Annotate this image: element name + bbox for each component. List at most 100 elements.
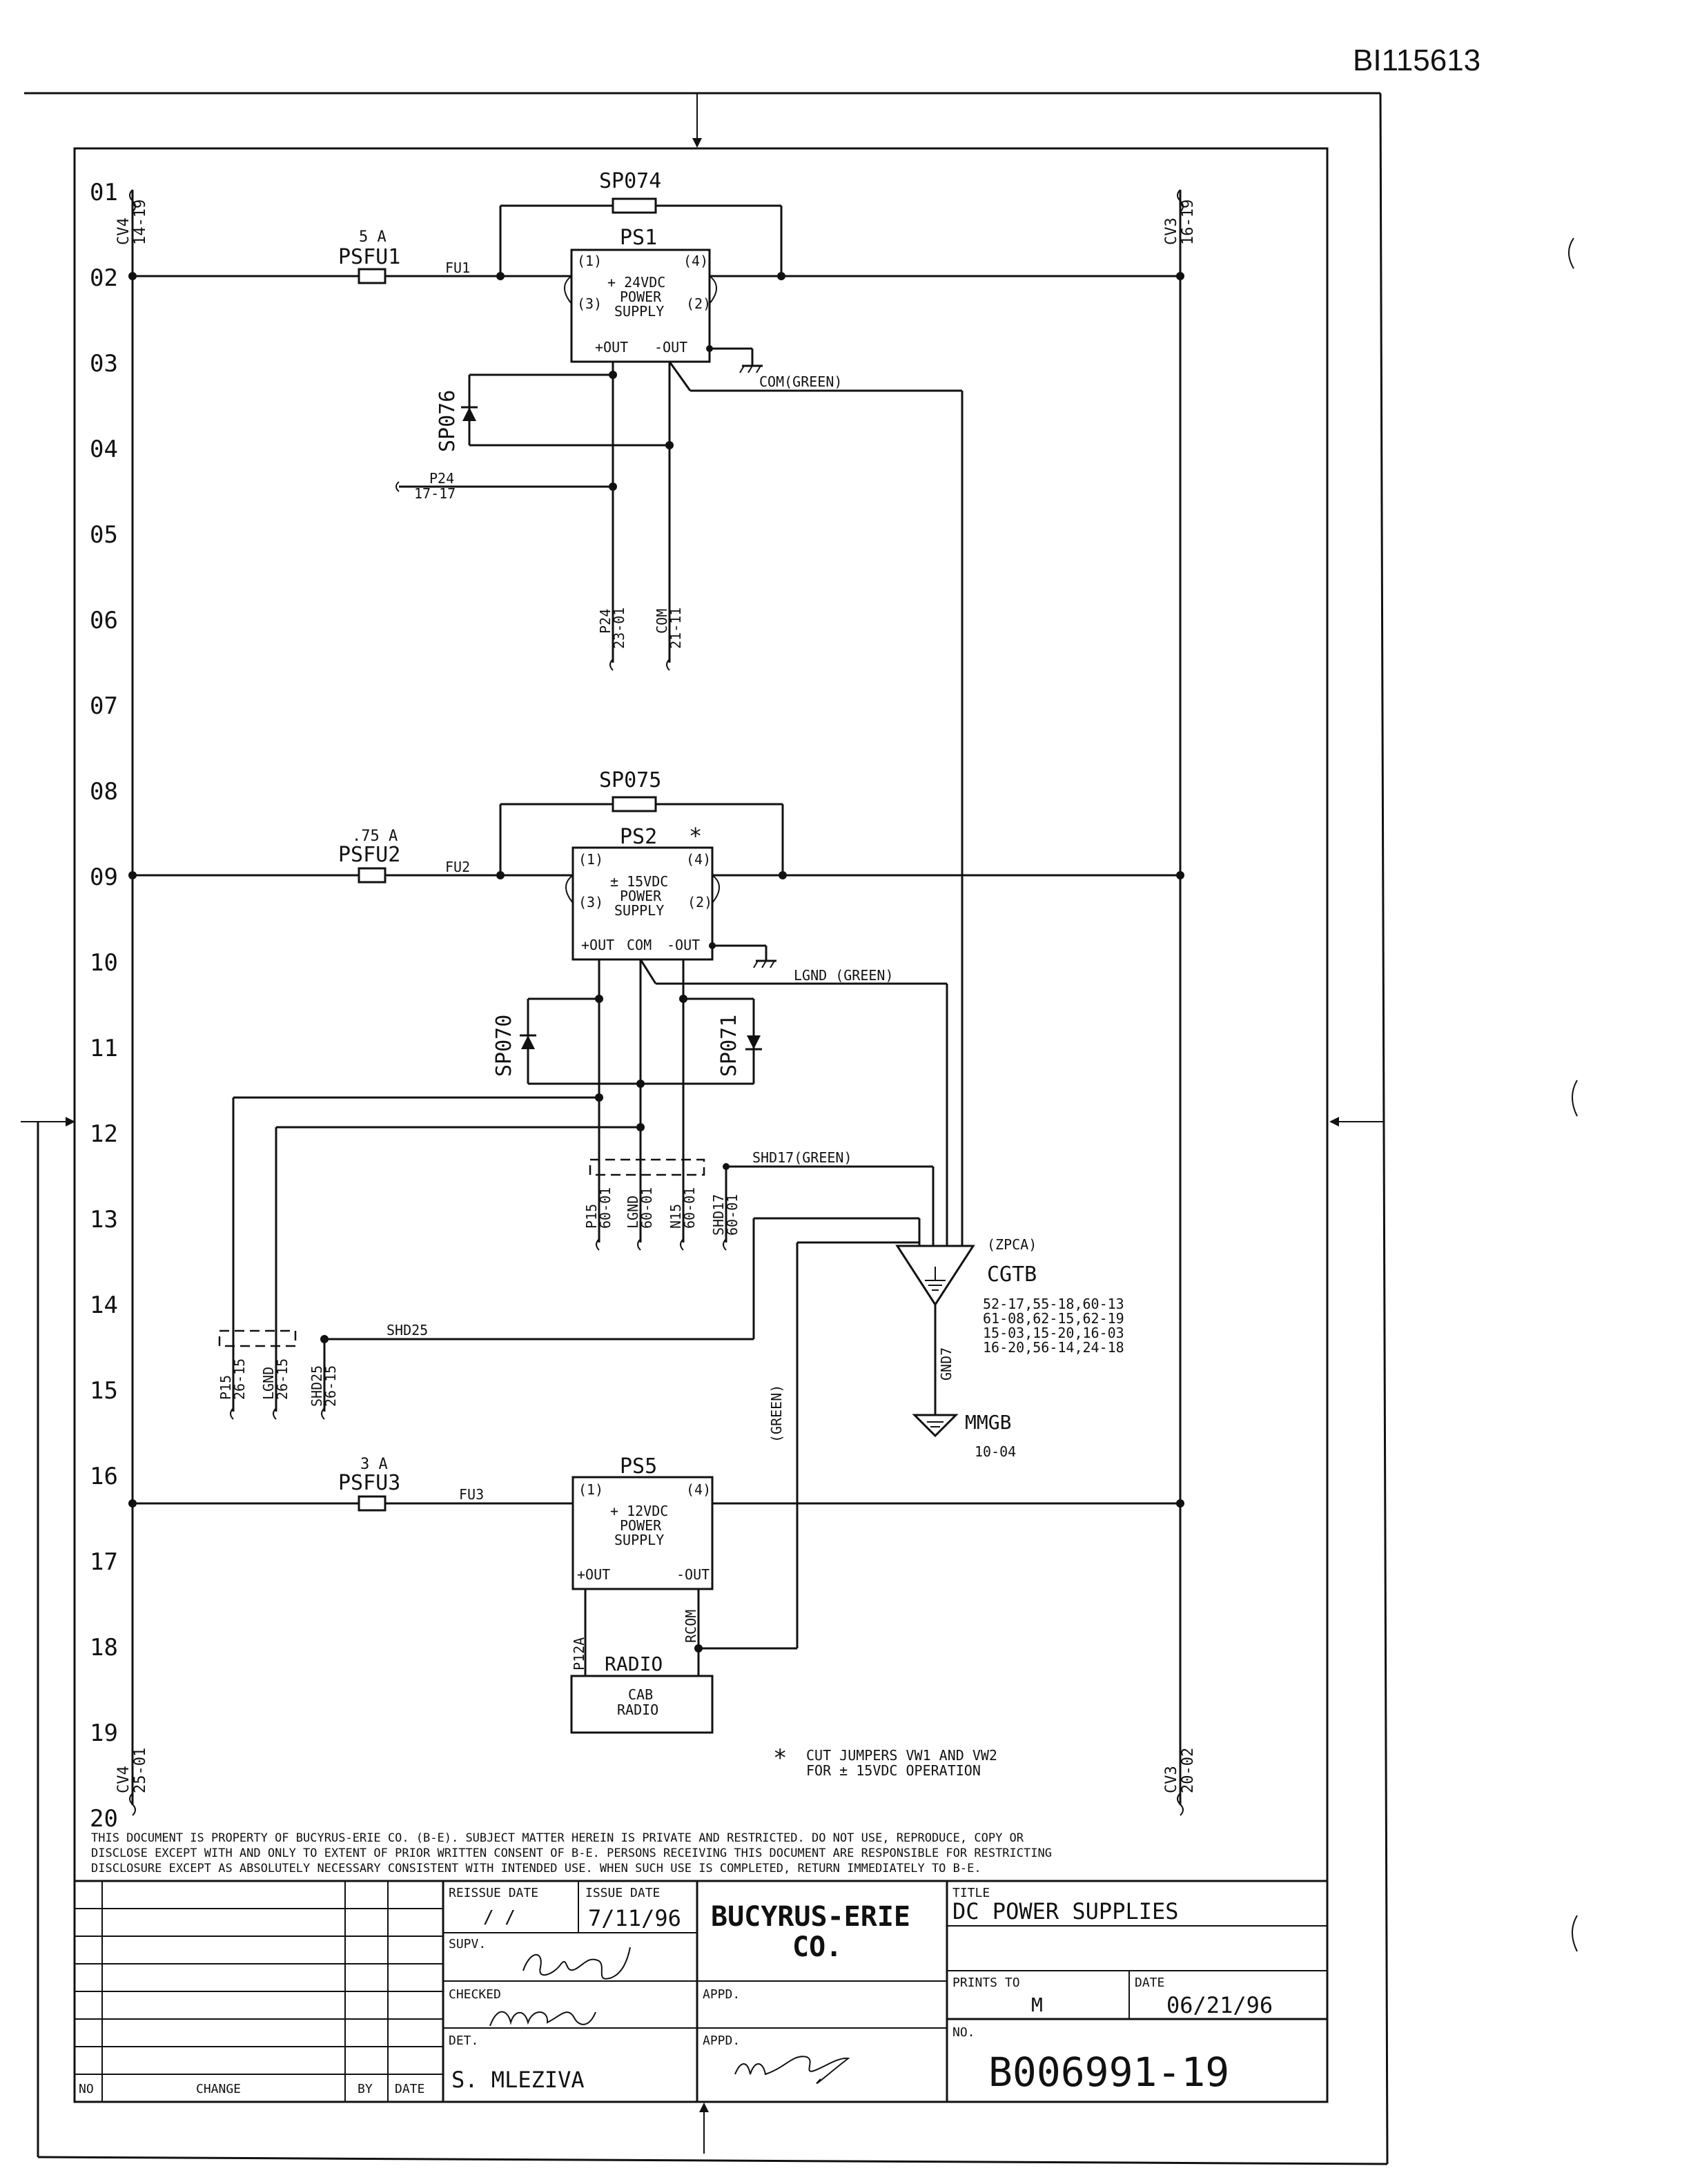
cv3-top-ref: 16-19	[1180, 199, 1197, 245]
cgtb-paren: (ZPCA)	[987, 1236, 1037, 1253]
det-value: S. MLEZIVA	[451, 2067, 585, 2093]
cgtb-ref-4: 16-20,56-14,24-18	[983, 1339, 1124, 1356]
ps5-name: PS5	[620, 1454, 657, 1479]
ps1-line1: + 24VDC	[607, 274, 665, 291]
row-number: 18	[90, 1634, 118, 1661]
ps1-line3: SUPPLY	[614, 303, 664, 320]
ps5-p12a: P12A	[571, 1637, 587, 1670]
reissue-date-label: REISSUE DATE	[449, 1886, 538, 1900]
ps2-t4: (4)	[686, 851, 711, 868]
row-number: 06	[90, 607, 118, 634]
offpage-labels: CV4 14-19 CV3 16-19 CV4 25-01 CV3 20-02	[115, 199, 1197, 1793]
company-name-1: BUCYRUS-ERIE	[711, 1901, 910, 1933]
cab-radio-line2: RADIO	[617, 1702, 658, 1718]
ps5-t1: (1)	[578, 1481, 603, 1498]
row-number: 20	[90, 1805, 118, 1833]
det-label: DET.	[449, 2034, 478, 2048]
ps1-com-wire: COM(GREEN)	[759, 373, 842, 390]
ps2-t2: (2)	[687, 894, 712, 910]
row-number: 03	[90, 350, 118, 378]
sp074-resistor-icon	[612, 197, 657, 214]
outer-frame	[21, 92, 1389, 2165]
shd25-wire: SHD25	[387, 1322, 428, 1338]
cgtb-ref-3: 15-03,15-20,16-03	[983, 1325, 1124, 1341]
margin-marks	[1568, 237, 1578, 1952]
row-number: 10	[90, 949, 118, 977]
row-number: 02	[90, 264, 118, 292]
ps2-out-pos: +OUT	[581, 937, 614, 953]
fuse-psfu1-icon	[358, 268, 387, 284]
row-number: 07	[90, 692, 118, 720]
title-value: DC POWER SUPPLIES	[952, 1898, 1179, 1924]
mmgb-name: MMGB	[965, 1411, 1011, 1434]
issue-date-value: 7/11/96	[588, 1905, 681, 1931]
row-number: 19	[90, 1719, 118, 1747]
no2-label: NO.	[952, 2025, 975, 2040]
ps2-t3: (3)	[578, 894, 603, 910]
row-number: 16	[90, 1463, 118, 1490]
ps1-out-pos: +OUT	[595, 339, 628, 355]
conn2-p15-name: P15	[217, 1375, 234, 1400]
disclaimer: THIS DOCUMENT IS PROPERTY OF BUCYRUS-ERI…	[91, 1831, 1052, 1875]
title-label: TITLE	[952, 1886, 990, 1900]
doc-id-stamp: BI115613	[1353, 43, 1480, 77]
row-number: 05	[90, 521, 118, 549]
gnd7-wire: GND7	[938, 1347, 955, 1381]
ps1-name: PS1	[620, 226, 657, 250]
appd2-label: APPD.	[703, 2034, 740, 2048]
conn2-lgnd-ref: 26-15	[274, 1358, 291, 1400]
ps1-t3: (3)	[577, 295, 602, 312]
checked-signature	[489, 2011, 596, 2027]
cgtb-ref-2: 61-08,62-15,62-19	[983, 1310, 1124, 1327]
ps1-box	[570, 248, 711, 363]
sp070-label: SP070	[492, 1015, 516, 1077]
sp076-label: SP076	[436, 390, 460, 452]
fu3-wire: FU3	[459, 1486, 484, 1503]
ps2-out-neg: -OUT	[667, 937, 700, 953]
psfu1-name: PSFU1	[338, 245, 400, 269]
row-number: 04	[90, 436, 118, 463]
conn-shd17-name: SHD17	[710, 1194, 727, 1236]
com-out-ref: 21-11	[667, 607, 684, 649]
row-number: 13	[90, 1206, 118, 1234]
conn-n15-name: N15	[667, 1204, 684, 1229]
sp076-diode-icon	[462, 407, 476, 421]
ps5-line2: POWER	[620, 1517, 662, 1534]
cv4-bot-ref: 25-01	[132, 1748, 149, 1793]
ps2-lgnd-wire: LGND (GREEN)	[794, 967, 894, 984]
cv3-top-name: CV3	[1163, 217, 1180, 245]
row-number: 15	[90, 1377, 118, 1405]
sp075-resistor-icon	[612, 796, 657, 812]
p24-tap-ref: 17-17	[414, 485, 456, 502]
ps5-t4: (4)	[686, 1481, 711, 1498]
ps2-circuit: .75 A PSFU2 FU2 SP075 PS2 * (1) (4) (3) …	[133, 768, 1180, 1420]
issue-date-label: ISSUE DATE	[585, 1886, 660, 1900]
disclaimer-line: THIS DOCUMENT IS PROPERTY OF BUCYRUS-ERI…	[91, 1831, 1024, 1845]
conn2-shd25-ref: 26-15	[322, 1365, 339, 1407]
cab-radio-box	[570, 1675, 714, 1734]
cv4-top-ref: 14-19	[132, 199, 149, 245]
psfu3-name: PSFU3	[338, 1471, 400, 1495]
appd1-label: APPD.	[703, 1987, 740, 2002]
row-number: 11	[90, 1035, 118, 1062]
psfu1-rating: 5 A	[359, 228, 387, 246]
cgtb-name: CGTB	[987, 1262, 1037, 1287]
fuse-psfu3-icon	[358, 1495, 387, 1512]
ps1-t2: (2)	[686, 295, 711, 312]
conn-p15-name: P15	[583, 1204, 600, 1229]
conn-lgnd-name: LGND	[625, 1196, 641, 1229]
ps1-out-neg: -OUT	[654, 339, 687, 355]
conn2-shd25-name: SHD25	[309, 1365, 325, 1407]
mmgb-ground-icon	[912, 1414, 959, 1438]
ps1-circuit: 5 A PSFU1 FU1 SP074 PS1 (1) (4) (3) (2) …	[133, 169, 1180, 1246]
jumper-note: * CUT JUMPERS VW1 AND VW2 FOR ± 15VDC OP…	[773, 1744, 997, 1779]
ps5-out-pos: +OUT	[577, 1566, 610, 1583]
ps5-out-neg: -OUT	[676, 1566, 710, 1583]
ps5-line3: SUPPLY	[614, 1532, 664, 1548]
ps5-line1: + 12VDC	[610, 1503, 668, 1519]
row-number: 12	[90, 1120, 118, 1148]
ps2-line1: ± 15VDC	[610, 873, 668, 890]
ps2-line2: POWER	[620, 888, 662, 904]
psfu2-rating: .75 A	[352, 828, 398, 845]
